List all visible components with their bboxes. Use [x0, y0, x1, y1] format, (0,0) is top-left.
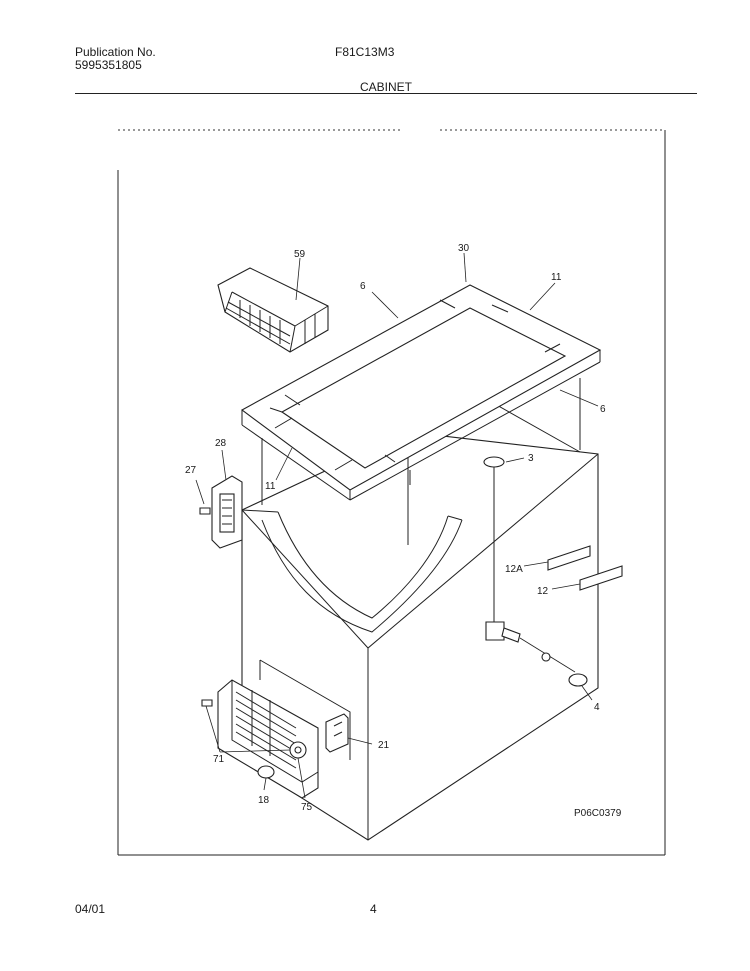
part-label-4: 4 [594, 702, 600, 713]
part-label-12a: 12A [505, 564, 523, 575]
page-number: 4 [370, 902, 377, 916]
publication-label: Publication No. [75, 45, 156, 59]
part-label-75: 75 [301, 802, 313, 813]
part-label-30: 30 [458, 243, 470, 254]
part-label-12: 12 [537, 586, 549, 597]
publication-number: 5995351805 [75, 58, 142, 72]
leader-lines [195, 252, 599, 799]
part-label-21: 21 [378, 740, 390, 751]
part-label-71: 71 [213, 754, 225, 765]
header-rule [75, 93, 697, 94]
part-label-28: 28 [215, 438, 227, 449]
part-label-11-top: 11 [551, 272, 562, 283]
part-label-18: 18 [258, 795, 270, 806]
part-label-6-right: 6 [600, 404, 606, 415]
drawing-code: P06C0379 [574, 808, 622, 819]
basket [217, 267, 329, 353]
part-label-3: 3 [528, 453, 534, 464]
label-strips [547, 545, 623, 591]
drain-assembly [483, 456, 588, 687]
footer-date: 04/01 [75, 902, 106, 916]
grille-assembly [201, 659, 351, 799]
diagram-frame [117, 129, 666, 856]
part-label-59: 59 [294, 249, 306, 260]
part-labels: 59 30 6 11 6 28 27 11 3 12A 12 4 21 71 1… [185, 243, 622, 819]
hinge [199, 475, 243, 549]
breaker-frame [240, 284, 602, 501]
section-title: CABINET [360, 80, 413, 94]
part-label-11-front: 11 [265, 481, 276, 492]
model-number: F81C13M3 [335, 45, 395, 59]
part-label-6-left: 6 [360, 281, 366, 292]
part-label-27: 27 [185, 465, 197, 476]
